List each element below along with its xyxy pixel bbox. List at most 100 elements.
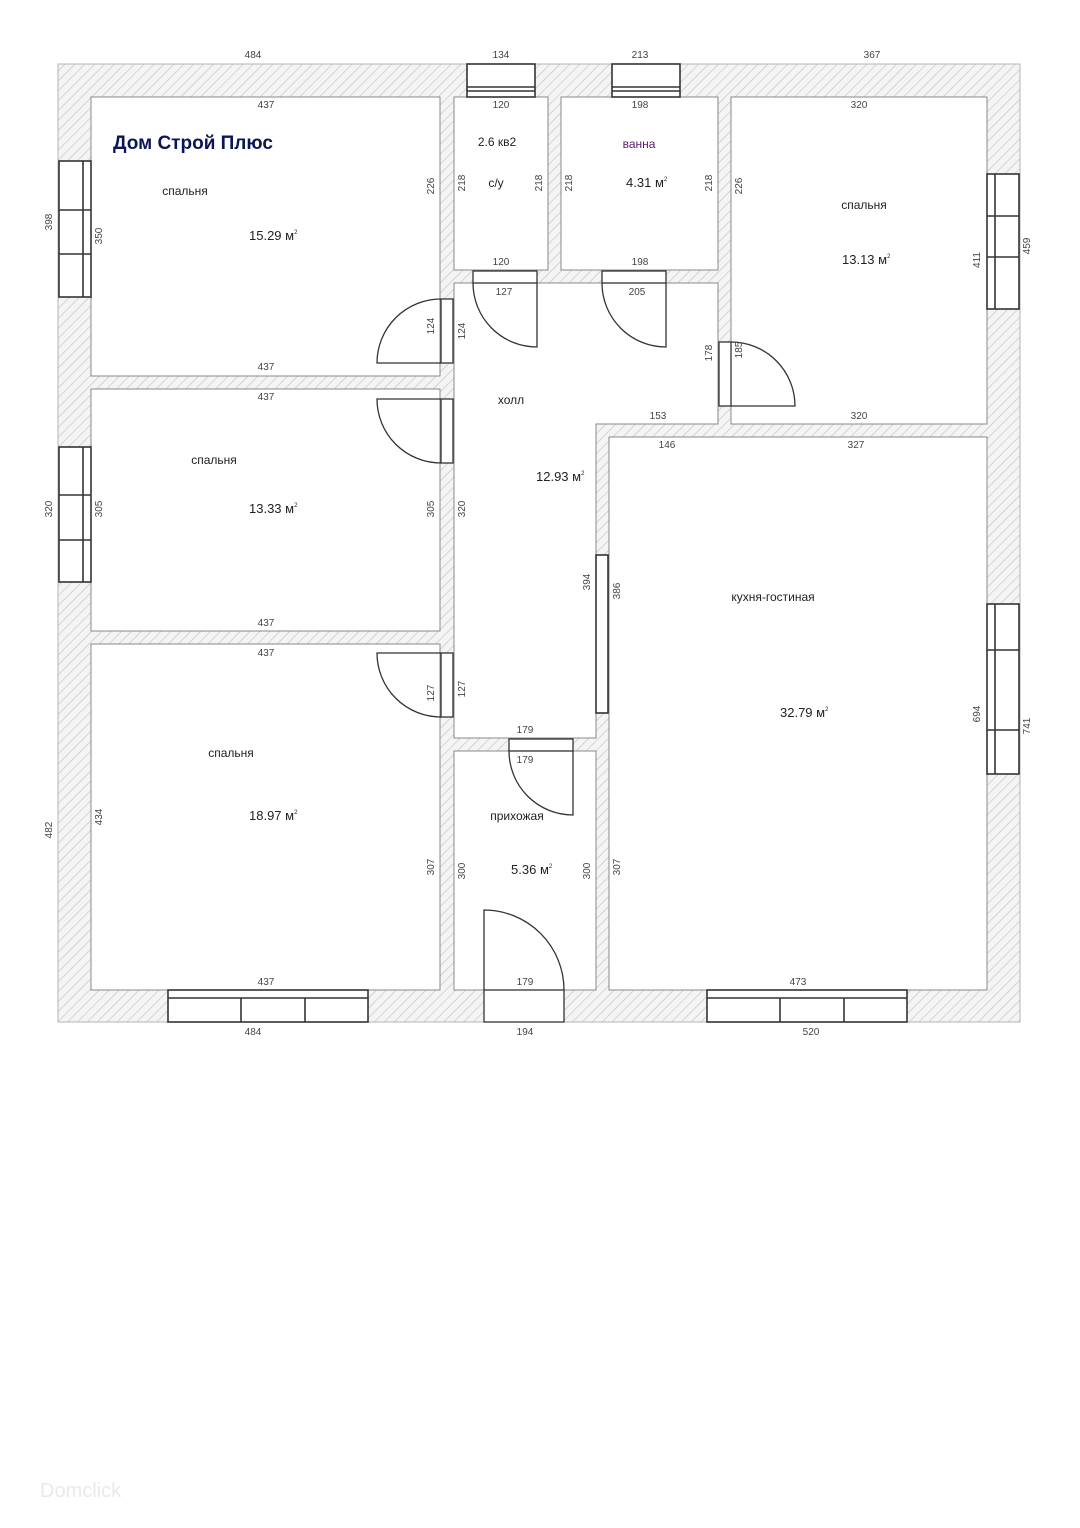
dim-bottom-outer-2: 194 [517, 1027, 534, 1038]
window-left-2 [58, 446, 92, 583]
door-wc [472, 270, 538, 348]
dim-entry-top: 179 [517, 755, 534, 766]
dim-bedroom-w-top: 437 [258, 392, 275, 403]
dim-right-outer-1: 459 [1022, 237, 1033, 254]
dim-hall-left-bottom: 127 [457, 680, 468, 697]
dim-bath-top: 198 [632, 100, 649, 111]
dim-top-outer-1: 484 [245, 50, 262, 61]
window-hall-kitchen [595, 554, 609, 714]
area-bedroom-ne: 13.13 м2 [842, 252, 891, 267]
area-bedroom-w: 13.33 м2 [249, 501, 298, 516]
window-top-wc [466, 63, 536, 98]
room-bedroom-nw [90, 96, 441, 377]
dim-entry-left: 300 [457, 862, 468, 879]
room-hall [453, 282, 719, 739]
dim-bedroom-ne-top: 320 [851, 100, 868, 111]
door-bath [601, 270, 667, 348]
dim-hall-left-top: 124 [457, 322, 468, 339]
window-bottom-2 [706, 989, 908, 1023]
door-bedroom-nw [376, 298, 454, 364]
dim-bedroom-nw-top: 437 [258, 100, 275, 111]
dim-bath-left: 218 [564, 174, 575, 191]
room-bedroom-sw [90, 643, 441, 991]
label-bath: ванна [623, 137, 656, 151]
dim-entry-right: 300 [582, 862, 593, 879]
dim-left-outer-3: 482 [44, 821, 55, 838]
dim-top-outer-3: 213 [632, 50, 649, 61]
area-hall: 12.93 м2 [536, 469, 585, 484]
window-right-2 [986, 603, 1020, 775]
dim-bath-right: 218 [704, 174, 715, 191]
window-bottom-1 [167, 989, 369, 1023]
dim-bedroom-sw-bottom: 437 [258, 977, 275, 988]
dim-bedroom-nw-right: 226 [426, 177, 437, 194]
label-hall: холл [498, 393, 524, 407]
window-top-bath [611, 63, 681, 98]
dim-hall-right-lower: 394 [582, 573, 593, 590]
door-bedroom-sw [376, 652, 454, 718]
label-bedroom-nw: спальня [162, 184, 208, 198]
dim-bedroom-w-bottom: 437 [258, 618, 275, 629]
dim-bedroom-w-left: 305 [94, 500, 105, 517]
dim-right-outer-2: 741 [1022, 717, 1033, 734]
dim-top-outer-4: 367 [864, 50, 881, 61]
room-areas: 15.29 м2 13.33 м2 18.97 м2 4.31 м2 13.13… [249, 175, 891, 877]
windows [58, 63, 1020, 1023]
dim-entry-bottom: 179 [517, 977, 534, 988]
label-bedroom-sw: спальня [208, 746, 254, 760]
dim-bath-bottom: 198 [632, 257, 649, 268]
dim-bedroom-nw-door: 124 [426, 317, 437, 334]
dim-bedroom-sw-left: 434 [94, 808, 105, 825]
dim-left-outer-2: 320 [44, 500, 55, 517]
dim-kitchen-top: 327 [848, 440, 865, 451]
dim-bedroom-sw-top: 437 [258, 648, 275, 659]
dim-bedroom-nw-left: 350 [94, 227, 105, 244]
area-bedroom-sw: 18.97 м2 [249, 808, 298, 823]
dimension-labels-horizontal: 484 134 213 367 437 120 198 320 120 198 … [245, 50, 881, 1038]
dim-top-outer-2: 134 [493, 50, 510, 61]
dim-bedroom-nw-bottom: 437 [258, 362, 275, 373]
dim-bottom-outer-3: 520 [803, 1027, 820, 1038]
dim-bedroom-ne-door: 185 [734, 341, 745, 358]
dim-hall-left-mid: 320 [457, 500, 468, 517]
label-entry: прихожая [490, 809, 543, 823]
area-bedroom-nw: 15.29 м2 [249, 228, 298, 243]
room-bath [560, 96, 719, 271]
dim-kitchen-top-left: 146 [659, 440, 676, 451]
dim-wc-bottom: 120 [493, 257, 510, 268]
dim-wc-right: 218 [534, 174, 545, 191]
dim-bedroom-ne-right: 411 [972, 252, 983, 268]
dim-hall-right-upper: 178 [704, 344, 715, 361]
brand-title: Дом Строй Плюс [113, 133, 273, 154]
room-labels: спальня спальня спальня 2.6 кв2 с/у ванн… [162, 135, 887, 823]
door-entry-inner [508, 738, 574, 816]
dim-bedroom-ne-left: 226 [734, 177, 745, 194]
room-entry [453, 750, 597, 991]
room-kitchen [608, 436, 988, 991]
dim-hall-top-left: 127 [496, 287, 513, 298]
door-entry-outer [483, 909, 565, 1023]
dim-wc-top: 120 [493, 100, 510, 111]
label-wc-area: 2.6 кв2 [478, 135, 517, 149]
dim-kitchen-bottom: 473 [790, 977, 807, 988]
window-right-1 [986, 173, 1020, 310]
dim-kitchen-left: 386 [612, 582, 623, 599]
area-kitchen: 32.79 м2 [780, 705, 829, 720]
doors [376, 270, 796, 1023]
area-entry: 5.36 м2 [511, 862, 553, 877]
dim-hall-top-right: 205 [629, 287, 646, 298]
room-wc [453, 96, 549, 271]
label-bedroom-ne: спальня [841, 198, 887, 212]
area-bath: 4.31 м2 [626, 175, 668, 190]
room-bedroom-ne [730, 96, 988, 425]
dim-kitchen-left-lower: 307 [612, 858, 623, 875]
dim-hall-step: 153 [650, 411, 667, 422]
room-bedroom-w [90, 388, 441, 632]
dimension-labels-vertical: 398 320 482 350 226 218 218 218 218 226 … [44, 174, 1033, 879]
dim-bedroom-ne-bottom: 320 [851, 411, 868, 422]
dim-left-outer-1: 398 [44, 213, 55, 230]
dim-kitchen-right: 694 [972, 705, 983, 722]
label-wc: с/у [488, 176, 503, 190]
room-interiors [90, 96, 988, 991]
